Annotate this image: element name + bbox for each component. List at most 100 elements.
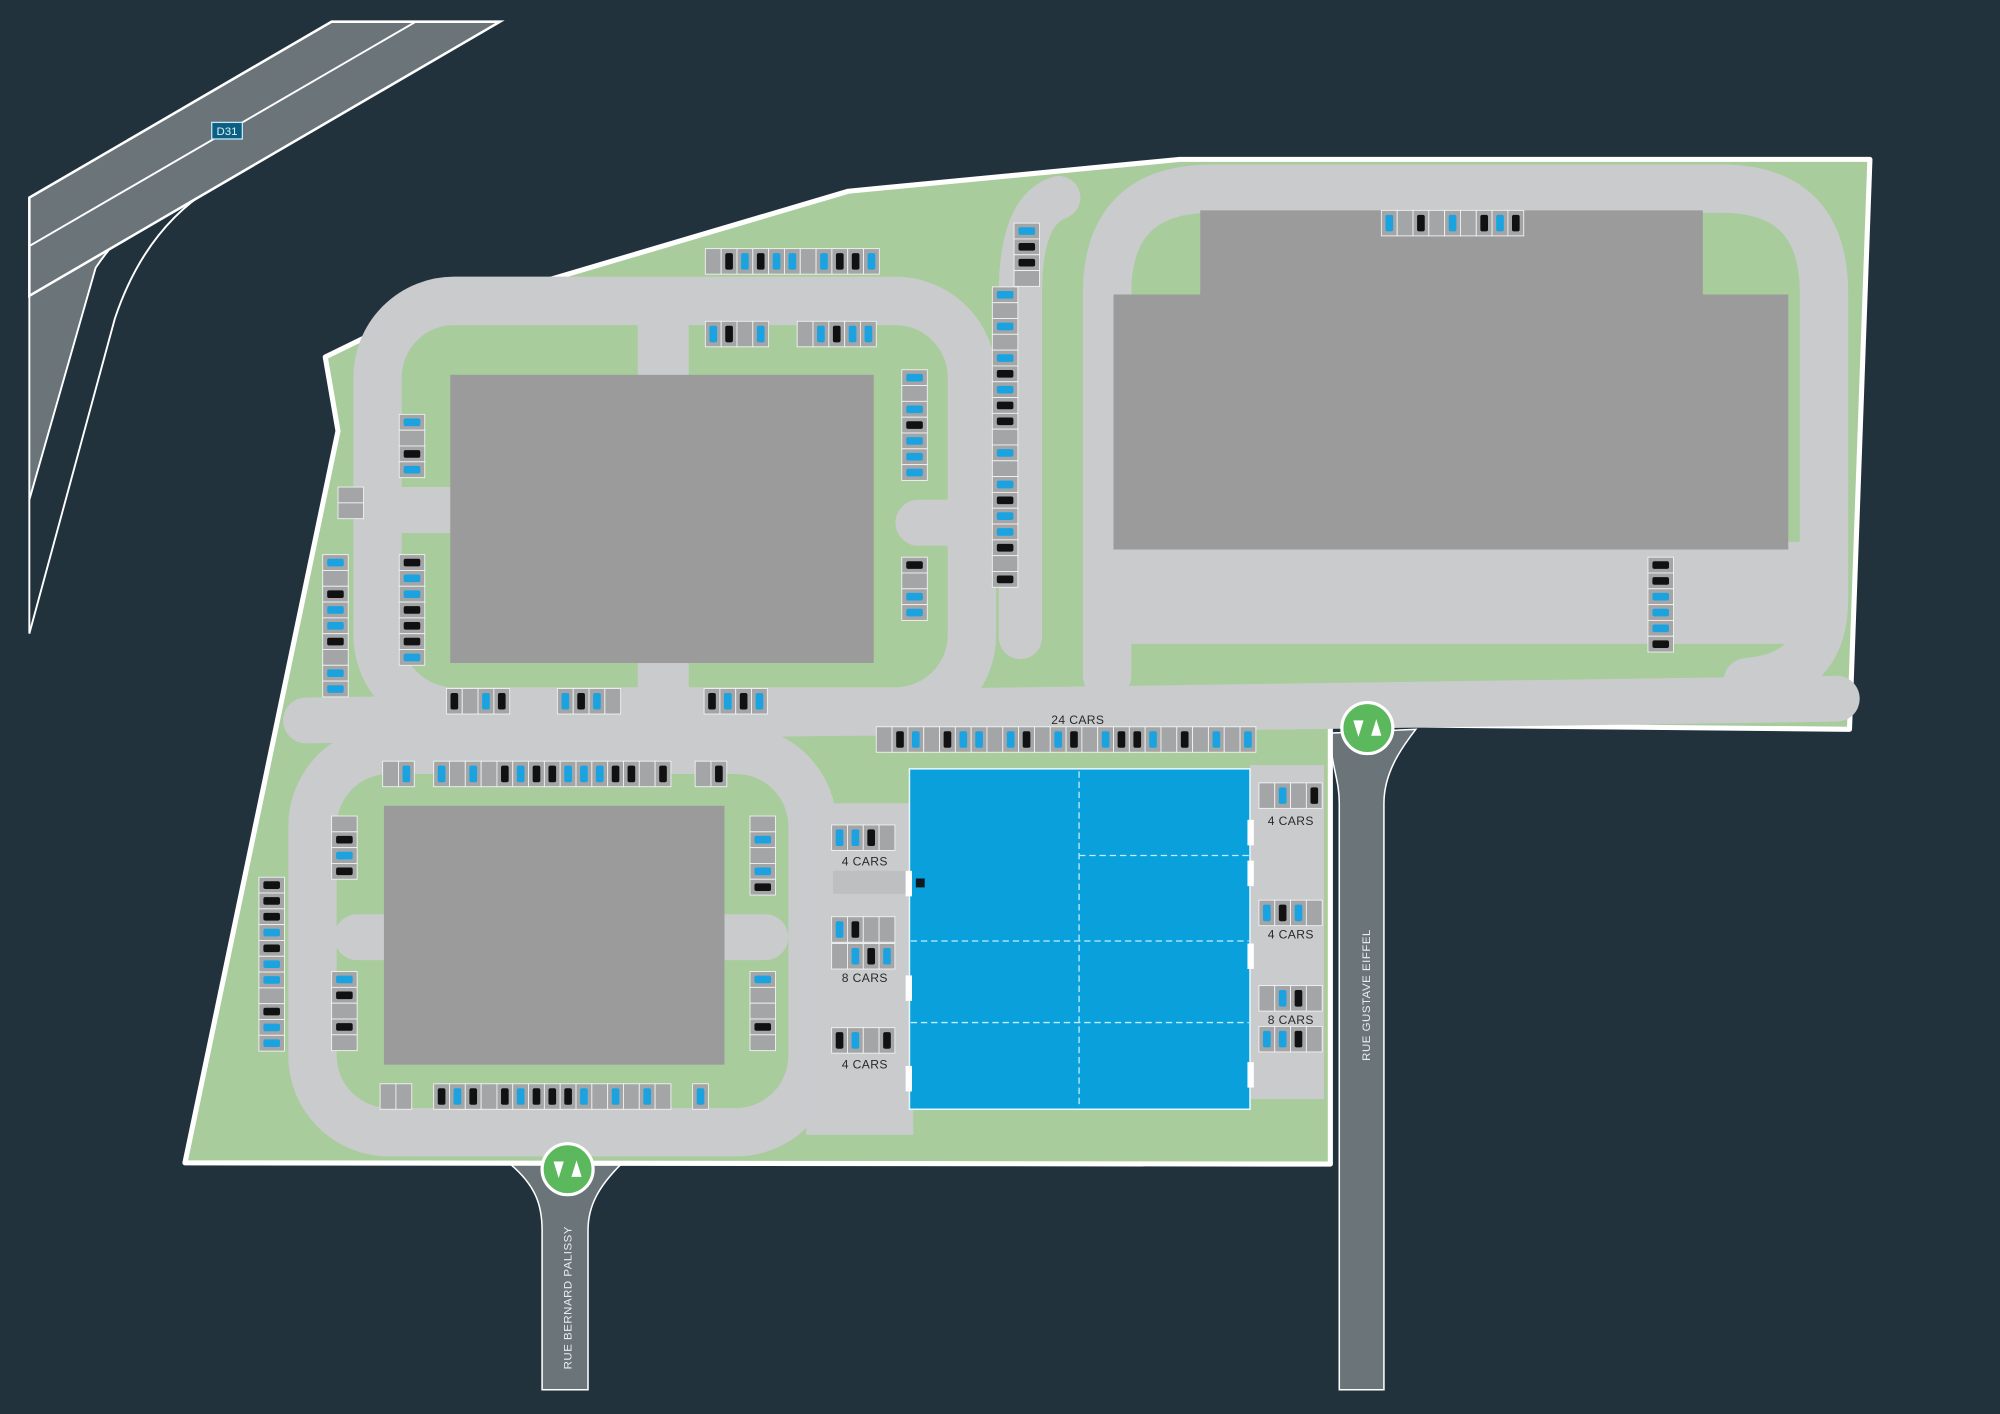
car-black-icon	[336, 835, 353, 844]
entrance-east[interactable]	[1340, 700, 1395, 756]
parking-stall	[831, 943, 848, 970]
parking-stall	[991, 302, 1019, 319]
parking-row	[337, 486, 364, 520]
car-blue-icon	[754, 975, 772, 984]
parking-row	[433, 760, 672, 788]
car-black-icon	[1180, 731, 1189, 748]
car-blue-icon	[516, 765, 525, 783]
car-blue-icon	[1101, 731, 1110, 748]
street-label-east: RUE GUSTAVE EIFFEL	[1361, 929, 1373, 1061]
parking-stall	[991, 428, 1019, 446]
car-black-icon	[996, 417, 1014, 426]
car-blue-icon	[996, 528, 1014, 536]
car-blue-icon	[263, 976, 280, 984]
car-blue-icon	[327, 558, 344, 567]
parking-row	[1258, 899, 1323, 927]
parking-row	[694, 760, 728, 788]
parking-stall	[901, 385, 928, 402]
parking-stall	[878, 916, 896, 943]
parking-stall	[878, 824, 896, 851]
parking-row	[831, 824, 896, 851]
parking-stall	[258, 987, 285, 1005]
car-blue-icon	[263, 960, 280, 968]
car-black-icon	[327, 590, 344, 598]
car-blue-icon	[835, 921, 844, 938]
parking-stall	[337, 486, 364, 504]
car-black-icon	[1652, 640, 1670, 648]
car-blue-icon	[1385, 214, 1394, 232]
parking-stall	[736, 320, 754, 348]
car-black-icon	[1133, 731, 1142, 748]
car-black-icon	[996, 370, 1014, 378]
car-black-icon	[450, 692, 459, 710]
car-black-icon	[1310, 787, 1319, 804]
parking-stall	[331, 1034, 358, 1052]
car-blue-icon	[482, 692, 490, 710]
parking-row	[901, 556, 928, 621]
parking-row	[382, 760, 415, 788]
car-blue-icon	[788, 253, 797, 270]
car-blue-icon	[772, 253, 781, 270]
parking-stall	[1305, 1025, 1323, 1053]
highlighted-building[interactable]	[905, 768, 1254, 1111]
parking-stall	[991, 333, 1019, 351]
car-blue-icon	[1006, 731, 1015, 748]
car-black-icon	[548, 1088, 557, 1105]
highway-label: D31	[217, 126, 238, 138]
car-blue-icon	[975, 731, 983, 748]
car-blue-icon	[883, 947, 891, 965]
building-1[interactable]	[450, 374, 874, 664]
car-blue-icon	[867, 253, 876, 270]
car-blue-icon	[906, 452, 923, 461]
parking-row	[1258, 782, 1323, 809]
parking-row	[703, 688, 768, 715]
parking-row	[1258, 1025, 1323, 1053]
parking-stall	[901, 572, 928, 590]
car-blue-icon	[403, 574, 421, 583]
parking-stall	[1192, 726, 1209, 753]
car-black-icon	[659, 765, 667, 783]
parking-stall	[749, 1034, 776, 1052]
parking-stall	[749, 986, 776, 1004]
car-black-icon	[725, 325, 733, 343]
entrance-south[interactable]	[540, 1142, 595, 1197]
car-blue-icon	[1652, 592, 1670, 601]
street-label-south: RUE BERNARD PALISSY	[562, 1226, 574, 1369]
parking-row	[1013, 222, 1040, 287]
car-black-icon	[867, 947, 875, 965]
car-black-icon	[756, 253, 765, 270]
parking-row	[831, 916, 896, 943]
car-blue-icon	[336, 851, 353, 860]
parking-row	[398, 413, 426, 479]
car-black-icon	[336, 867, 353, 876]
car-blue-icon	[263, 1023, 280, 1032]
parking-stall	[480, 1083, 498, 1110]
car-blue-icon	[595, 765, 604, 783]
car-black-icon	[1278, 904, 1287, 922]
car-black-icon	[996, 543, 1014, 552]
parking-stall	[796, 320, 814, 348]
car-blue-icon	[996, 354, 1014, 362]
car-black-icon	[1652, 561, 1670, 569]
car-black-icon	[725, 253, 733, 270]
parking-stall	[337, 502, 364, 520]
car-blue-icon	[996, 290, 1014, 299]
parking-row	[1258, 985, 1323, 1012]
car-black-icon	[867, 829, 875, 846]
parking-stall	[991, 555, 1019, 572]
car-blue-icon	[723, 692, 732, 710]
car-blue-icon	[516, 1088, 525, 1105]
parking-row	[1380, 209, 1525, 237]
car-black-icon	[532, 765, 541, 783]
parking-row	[258, 876, 285, 1052]
street-bernard-palissy[interactable]: RUE BERNARD PALISSY	[508, 1163, 624, 1391]
building-3[interactable]	[1113, 210, 1789, 550]
car-blue-icon	[754, 867, 772, 876]
street-gustave-eiffel[interactable]: RUE GUSTAVE EIFFEL	[1329, 728, 1418, 1391]
building-2[interactable]	[383, 805, 725, 1065]
car-black-icon	[754, 1023, 772, 1031]
car-black-icon	[497, 692, 506, 710]
parking-stall	[799, 248, 817, 275]
car-black-icon	[1652, 577, 1670, 585]
